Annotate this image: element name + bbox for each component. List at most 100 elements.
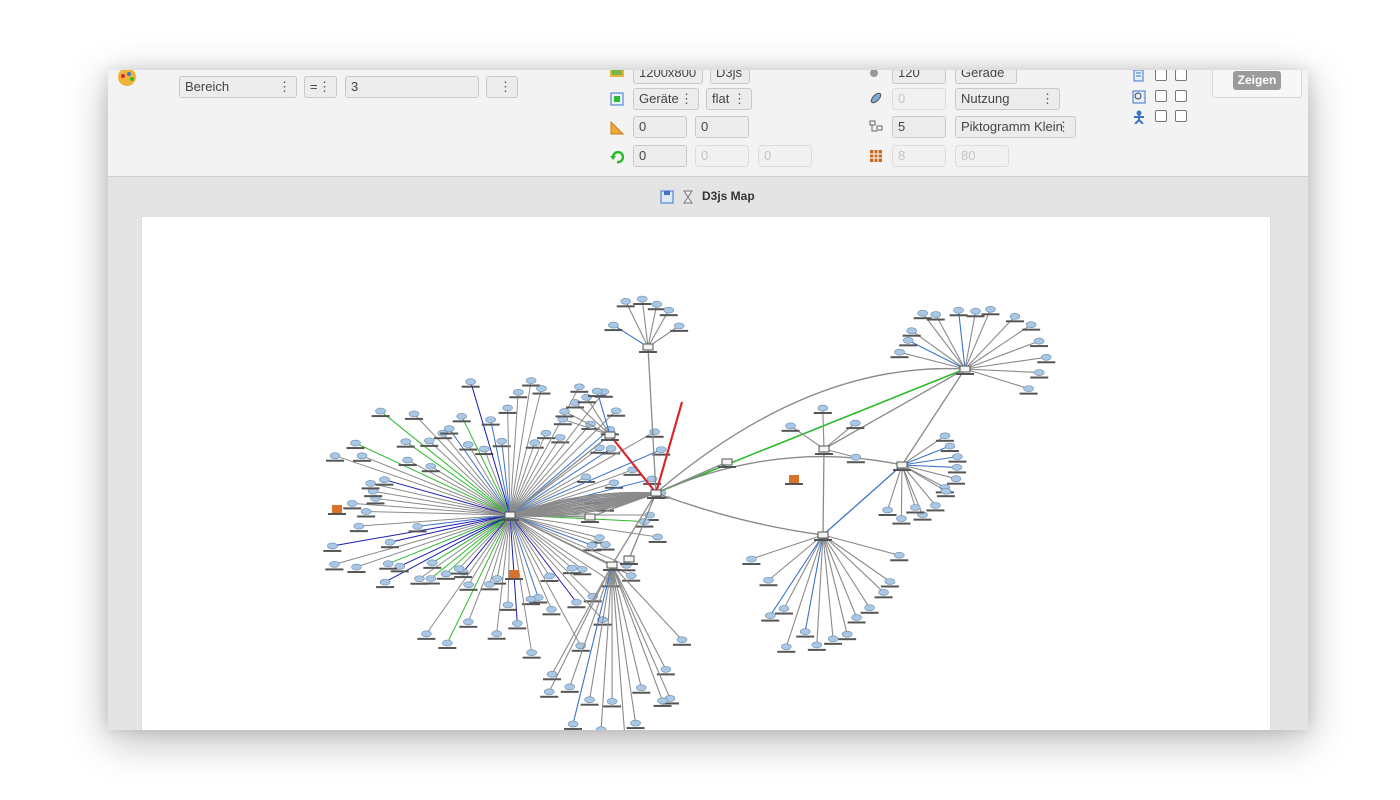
device-node[interactable] [325,561,344,571]
checkbox[interactable] [1175,90,1187,102]
device-node[interactable] [670,322,689,332]
device-node[interactable] [616,298,635,308]
switch-node[interactable] [647,489,665,499]
device-node[interactable] [936,487,955,498]
device-node[interactable] [417,630,436,640]
link-length-input[interactable]: 120 [892,70,946,84]
device-node[interactable] [398,456,417,467]
device-node[interactable] [543,670,562,681]
pictogram-size-input[interactable]: 5 [892,116,946,138]
device-node[interactable] [590,444,609,454]
device-node[interactable] [742,555,761,565]
device-node[interactable] [521,595,540,606]
device-node[interactable] [659,306,678,317]
device-node[interactable] [436,570,455,580]
device-node[interactable] [396,438,415,448]
layout-mode-select[interactable]: flat⋮ [706,88,752,110]
device-node[interactable] [357,508,376,518]
device-node[interactable] [566,399,585,409]
device-node[interactable] [626,719,645,730]
device-node[interactable] [555,408,574,418]
device-node[interactable] [633,295,652,305]
device-node[interactable] [564,720,583,730]
device-node[interactable] [551,434,570,444]
device-node[interactable] [846,453,865,464]
firewall-node[interactable] [505,570,523,580]
device-node[interactable] [824,635,843,645]
device-node[interactable] [481,416,500,426]
checkbox[interactable] [1155,90,1167,102]
device-node[interactable] [323,542,342,552]
device-node[interactable] [949,306,968,317]
device-node[interactable] [571,642,590,652]
grid-a-input[interactable]: 8 [892,145,946,167]
device-node[interactable] [461,378,480,388]
device-node[interactable] [459,441,478,451]
device-node[interactable] [421,462,440,473]
device-node[interactable] [349,522,368,533]
device-node[interactable] [542,606,561,616]
device-node[interactable] [622,572,641,582]
hourglass-icon[interactable] [681,190,695,204]
device-node[interactable] [605,479,624,489]
device-node[interactable] [807,641,826,651]
device-node[interactable] [379,560,398,570]
checkbox[interactable] [1155,70,1167,81]
device-node[interactable] [604,321,623,332]
device-node[interactable] [475,445,494,456]
filter-value-input[interactable]: 3 [345,76,479,98]
show-button[interactable]: Zeigen [1212,70,1302,98]
device-node[interactable] [777,643,796,653]
device-node[interactable] [522,377,541,387]
rotation-a-input[interactable]: 0 [633,145,687,167]
device-node[interactable] [540,572,559,582]
usage-input[interactable]: 0 [892,88,946,110]
device-node[interactable] [353,452,372,462]
device-node[interactable] [588,387,607,398]
device-node[interactable] [813,404,832,415]
size-input[interactable]: 1200x800 [633,70,703,84]
device-node[interactable] [602,445,621,455]
device-node[interactable] [438,639,457,649]
device-node[interactable] [361,480,380,490]
device-node[interactable] [553,415,572,426]
device-node[interactable] [880,578,899,588]
device-node[interactable] [375,476,394,486]
device-node[interactable] [592,726,610,730]
device-node[interactable] [847,614,866,624]
device-node[interactable] [645,428,664,438]
switch-node[interactable] [893,461,911,471]
device-node[interactable] [421,575,440,585]
device-node[interactable] [652,446,671,456]
device-node[interactable] [603,698,622,708]
device-node[interactable] [532,385,551,395]
device-node[interactable] [325,452,344,462]
device-node[interactable] [1005,313,1024,323]
device-node[interactable] [648,533,667,543]
device-node[interactable] [540,688,559,698]
device-node[interactable] [948,453,967,463]
device-node[interactable] [948,464,967,474]
device-node[interactable] [781,422,800,432]
device-node[interactable] [580,696,599,706]
device-node[interactable] [492,437,511,448]
switch-node[interactable] [501,511,519,521]
firewall-node[interactable] [328,505,346,515]
switch-node[interactable] [815,445,833,455]
device-node[interactable] [562,564,581,575]
device-node[interactable] [656,666,675,676]
save-icon[interactable] [660,190,674,204]
device-node[interactable] [1030,337,1049,348]
device-node[interactable] [508,620,527,630]
device-node[interactable] [940,442,959,453]
device-node[interactable] [570,383,589,393]
device-node[interactable] [423,559,442,569]
device-node[interactable] [459,618,478,628]
device-node[interactable] [390,563,409,573]
device-node[interactable] [371,407,390,418]
device-node[interactable] [935,432,954,442]
device-node[interactable] [480,581,499,591]
switch-node[interactable] [581,513,599,523]
device-node[interactable] [838,630,857,641]
device-node[interactable] [632,684,651,694]
